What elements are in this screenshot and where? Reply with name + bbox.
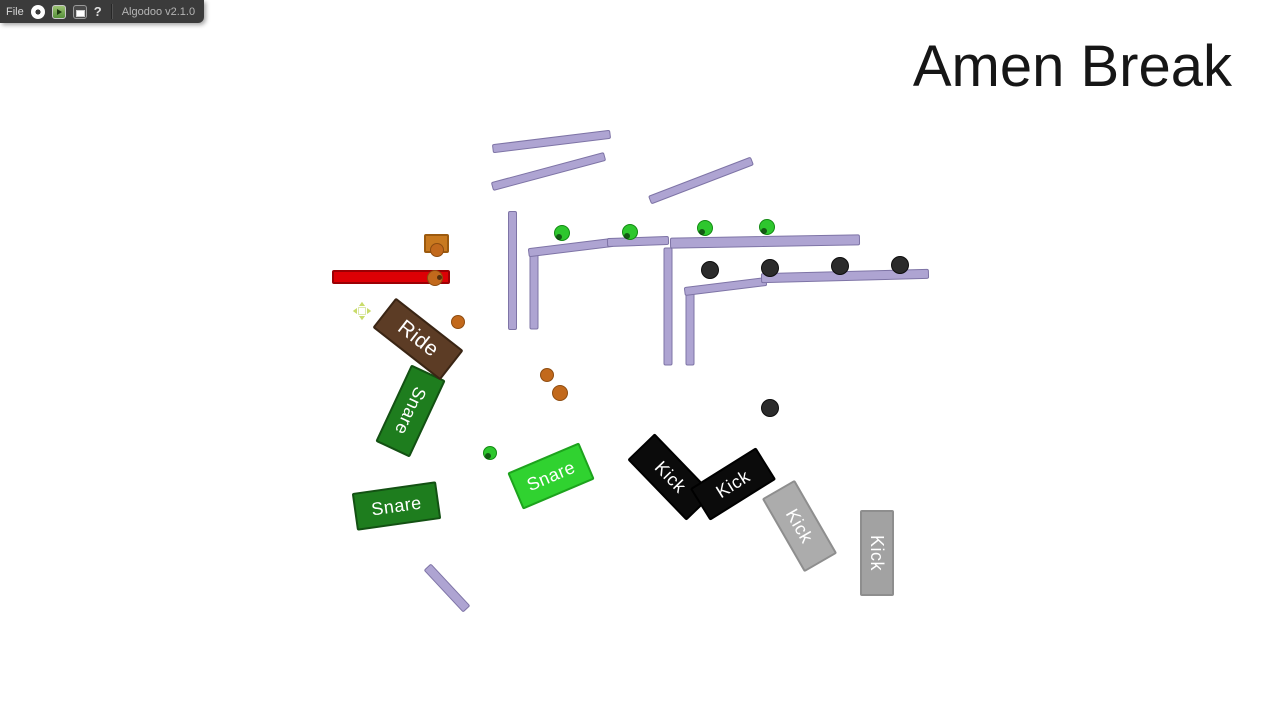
plank[interactable] (507, 210, 517, 330)
orange-ball[interactable] (451, 315, 465, 329)
dark-ball[interactable] (761, 259, 779, 277)
plank[interactable] (669, 233, 861, 249)
green-ball[interactable] (622, 224, 638, 240)
file-menu[interactable]: File (6, 5, 24, 18)
plank[interactable] (683, 276, 767, 296)
rotation-marker (556, 234, 562, 240)
green-ball[interactable] (483, 446, 497, 460)
plank[interactable] (648, 156, 754, 204)
dark-ball[interactable] (701, 261, 719, 279)
plank[interactable] (663, 247, 673, 365)
plank[interactable] (491, 129, 611, 153)
red-bar[interactable] (332, 269, 450, 284)
block-label: Kick (781, 505, 818, 547)
plank[interactable] (490, 151, 606, 191)
rotation-marker (485, 453, 491, 459)
block-kick[interactable]: Kick (860, 510, 894, 596)
block-label: Kick (712, 465, 754, 502)
block-label: Kick (650, 456, 691, 497)
green-ball[interactable] (697, 220, 713, 236)
dark-ball[interactable] (831, 257, 849, 275)
block-kick[interactable]: Kick (689, 447, 777, 521)
window-icon[interactable] (72, 4, 87, 19)
rotation-marker (699, 229, 705, 235)
block-label: Ride (393, 315, 444, 362)
plank[interactable] (529, 249, 539, 329)
green-ball[interactable] (554, 225, 570, 241)
scene-title[interactable]: Amen Break (912, 34, 1232, 99)
block-label: Snare (523, 456, 578, 495)
toolbar-separator (110, 4, 113, 19)
play-triangle (56, 8, 62, 15)
block-label: Snare (369, 492, 423, 519)
block-snare[interactable]: Snare (351, 481, 441, 531)
green-ball[interactable] (759, 219, 775, 235)
orange-ball[interactable] (540, 368, 554, 382)
block-label: Kick (867, 534, 888, 571)
move-tool-icon[interactable] (351, 300, 373, 322)
play-icon[interactable] (51, 4, 66, 19)
block-kick[interactable]: Kick (761, 479, 837, 573)
toolbar: File ? Algodoo v2.1.0 (0, 0, 204, 23)
help-icon[interactable]: ? (93, 4, 102, 19)
record-icon[interactable] (30, 4, 45, 19)
plank[interactable] (685, 287, 695, 365)
version-label: Algodoo v2.1.0 (121, 5, 196, 18)
window-glyph (75, 9, 85, 17)
plank[interactable] (606, 235, 670, 247)
block-snare[interactable]: Snare (507, 442, 595, 510)
dark-ball[interactable] (891, 256, 909, 274)
dark-ball[interactable] (761, 399, 779, 417)
plank[interactable] (423, 563, 471, 613)
block-kick[interactable]: Kick (626, 433, 714, 521)
block-snare[interactable]: Snare (374, 364, 446, 458)
orange-ball[interactable] (430, 243, 444, 257)
rotation-marker (437, 275, 442, 280)
block-label: Snare (390, 384, 431, 439)
rotation-marker (624, 233, 630, 239)
rotation-marker (761, 228, 767, 234)
orange-ball[interactable] (552, 385, 568, 401)
plank[interactable] (527, 237, 615, 257)
orange-ball[interactable] (427, 270, 443, 286)
